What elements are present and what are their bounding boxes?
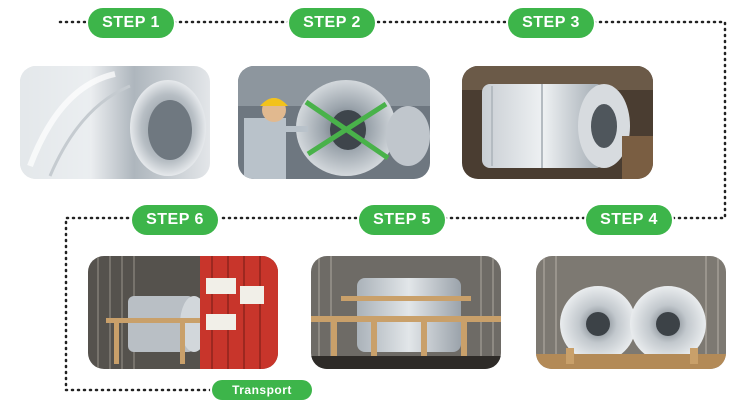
step-4-badge: STEP 4 [586,205,672,235]
step-5-photo [311,256,501,369]
transport-badge: Transport [212,380,312,400]
step-3-badge: STEP 3 [508,8,594,38]
step-2-badge: STEP 2 [289,8,375,38]
step-1-photo [20,66,210,179]
step-6-badge: STEP 6 [132,205,218,235]
step-1-badge: STEP 1 [88,8,174,38]
step-3-photo [462,66,653,179]
step-5-badge: STEP 5 [359,205,445,235]
step-2-photo [238,66,430,179]
step-4-photo [536,256,726,369]
step-6-photo [88,256,278,369]
